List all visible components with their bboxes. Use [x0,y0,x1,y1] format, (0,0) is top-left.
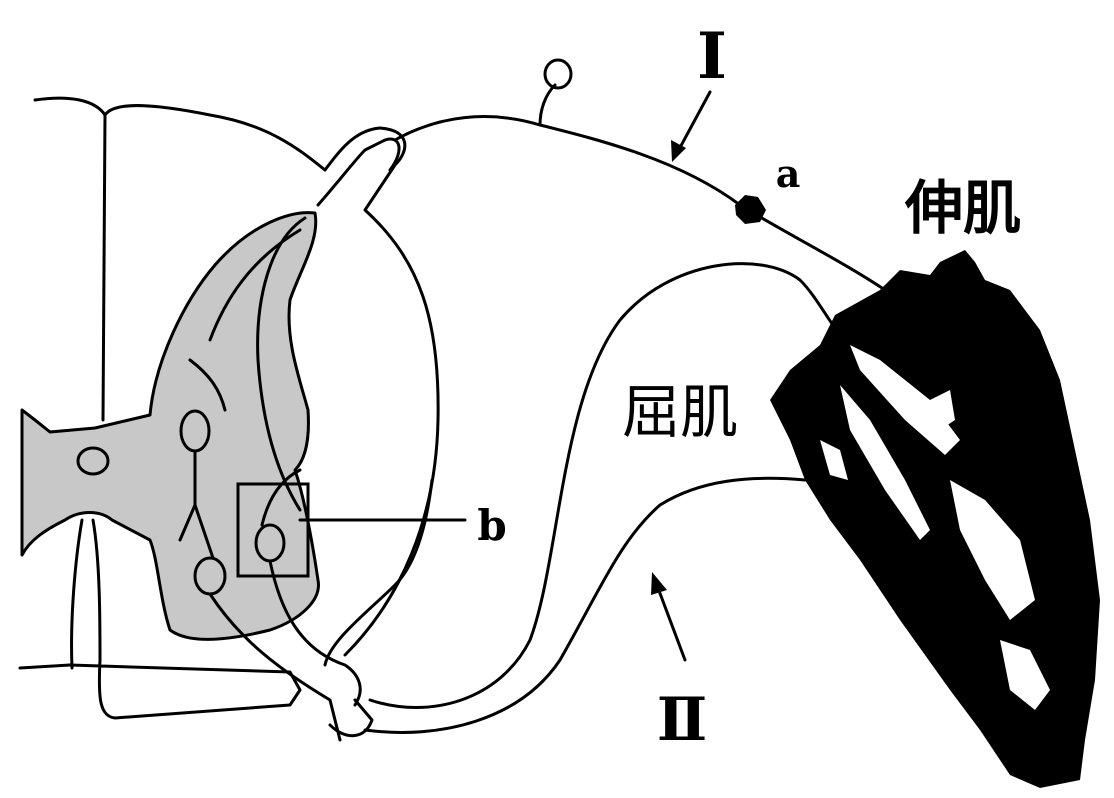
neuron-soma-left [76,446,110,476]
spinal-cord-bottom [68,658,302,720]
arrow-nerve-one-head [671,140,686,162]
central-canal-right [91,518,102,662]
muscle-highlight-3 [950,480,1035,620]
label-extensor: 伸肌 [904,174,1021,242]
arrows [298,90,712,662]
motor-nerve-to-extensor [368,262,842,709]
point-a-mark [735,195,766,224]
spinal-cord [18,96,327,720]
neurons [76,216,310,596]
muscle-highlight-6 [820,440,848,480]
ventral-root-sheath [323,478,434,667]
spinal-cord-outline [33,96,327,172]
muscle-highlight-1 [850,345,960,455]
spinal-cord-midline [101,113,107,422]
dorsal-root-ganglion-stalk [538,83,557,127]
label-point-a: a [776,151,801,196]
label-flexor: 屈肌 [622,378,738,446]
motor-nerve-to-flexor [363,476,807,734]
ventral-root-upper [208,592,342,742]
dorsal-root-inner [316,137,401,207]
ventral-root-lower [268,559,362,707]
afferent-terminal [260,468,302,527]
spinal-cord-left-bottom [18,663,72,670]
muscle-mass [770,250,1100,788]
dorsal-root-ganglion [543,58,573,90]
interneuron-dendrite [188,358,227,412]
ventral-root-efferent [208,262,842,742]
muscle-highlight-5 [930,390,955,430]
afferent-branch-outer [208,228,302,342]
central-canal-left [70,518,84,670]
muscle-highlight-4 [1000,640,1050,710]
arrow-nerve-one [674,90,712,157]
ventral-root-sheath-end [328,698,374,738]
muscle-highlight-2 [840,385,930,540]
arrow-nerve-two [653,578,687,662]
label-nerve-one: I [697,19,727,94]
dorsal-root-outer [323,126,440,657]
arrow-nerve-two-head [651,572,667,595]
muscle [770,250,1100,788]
label-nerve-two: Ⅱ [657,685,708,755]
sensory-nerve-fiber [393,115,887,292]
label-point-b: b [477,501,506,550]
afferent-branch-inner [256,216,307,512]
gray-matter [20,211,320,641]
interneuron-axon [178,449,215,560]
dorsal-root-afferent [316,58,887,657]
